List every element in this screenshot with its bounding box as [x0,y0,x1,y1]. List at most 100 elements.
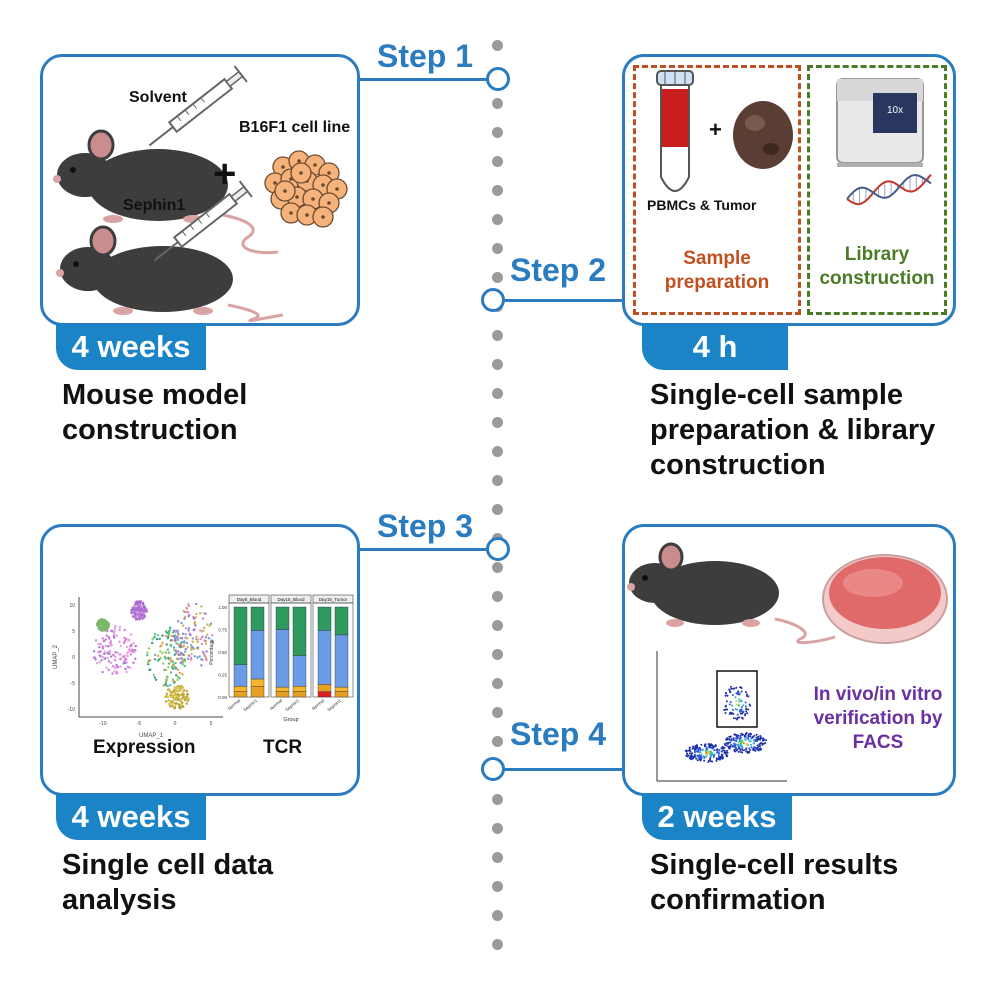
umap-point [167,699,170,702]
facs-event [740,739,743,742]
umap-point [193,655,196,658]
umap-point [126,665,130,669]
umap-ytick: 5 [72,629,75,635]
bar-segment [317,691,332,698]
facs-event [725,751,728,754]
umap-point [131,615,135,618]
umap-point [132,661,135,665]
facs-event [748,750,751,753]
umap-point [172,689,175,692]
facs-event [744,736,747,739]
label-line: In vivo/in vitro [813,684,943,705]
facs-event [740,744,743,747]
umap-point [164,683,167,687]
umap-point [172,698,176,701]
facs-event [726,743,729,745]
umap-point [194,624,197,627]
bar-ytick: 0.00 [218,695,227,700]
facs-event [728,703,731,706]
facs-event [745,708,748,711]
umap-point [182,660,185,663]
facs-event [688,752,691,755]
umap-point [153,658,157,661]
cell-nucleus [299,171,303,175]
umap-point [180,621,183,625]
facs-event [733,733,736,736]
umap-point [195,612,198,616]
bar-segment [317,630,332,685]
umap-point [173,706,176,710]
umap-point [107,636,111,639]
facs-event [746,712,749,715]
umap-point [95,662,99,665]
umap-point [166,688,170,691]
umap-point [166,648,170,651]
umap-point [129,666,132,670]
umap-point [115,663,118,667]
caption-line: analysis [62,884,177,916]
facs-event [724,692,727,694]
bar-segment [250,606,265,631]
facs-event [733,748,736,751]
facs-event [739,686,742,689]
cell-nucleus [327,201,331,205]
umap-point [156,654,160,657]
umap-point [116,665,119,669]
umap-point [106,657,109,660]
bar-category-label: Normal [227,698,241,711]
facs-event [732,687,735,690]
bar-segment [292,606,307,656]
umap-point [113,626,117,630]
facs-event [757,735,760,738]
facs-event [731,745,734,747]
facs-event [740,710,743,713]
umap-point [181,645,184,648]
umap-point [164,668,168,672]
umap-point [172,646,176,649]
umap-point [170,644,173,648]
umap-point [159,656,162,660]
cell-nucleus [273,181,277,185]
umap-point [181,673,184,676]
umap-point [183,664,186,668]
bar-segment [334,634,349,688]
facs-event [730,687,733,690]
umap-point [148,668,151,672]
umap-point [104,644,107,648]
timeline-dot [492,98,503,109]
umap-ytick: 10 [69,603,75,609]
bar-segment [317,684,332,692]
umap-point [190,644,193,647]
umap-point [169,657,172,660]
facs-event [735,735,738,737]
facs-event [733,742,736,745]
umap-point [129,649,132,653]
facs-event [738,693,741,696]
caption-step2: Single-cell sample preparation & library… [650,378,935,483]
umap-point [134,608,138,611]
tcr-label: TCR [263,737,303,758]
bar-ytick: 1.00 [218,605,227,610]
umap-point [187,654,191,657]
facs-event [688,748,691,751]
umap-xtick: -5 [137,721,142,727]
umap-point [175,636,178,639]
timeline-dot [492,243,503,254]
facs-event [697,756,700,759]
timeline-dot [492,678,503,689]
umap-point [173,693,177,697]
umap-point [164,657,167,660]
umap-point [99,650,102,653]
umap-point [154,678,158,681]
facs-event [744,701,747,704]
library-construction-label: Library construction [807,243,947,291]
umap-point [167,662,171,665]
umap-ytick: -5 [71,681,76,687]
facet-label: Day15_Blood [277,597,305,602]
umap-point [200,658,203,661]
facs-event [735,740,738,742]
facs-event [740,751,743,754]
facs-event [725,700,728,703]
facs-event [694,747,696,750]
connector-step2 [505,299,622,302]
